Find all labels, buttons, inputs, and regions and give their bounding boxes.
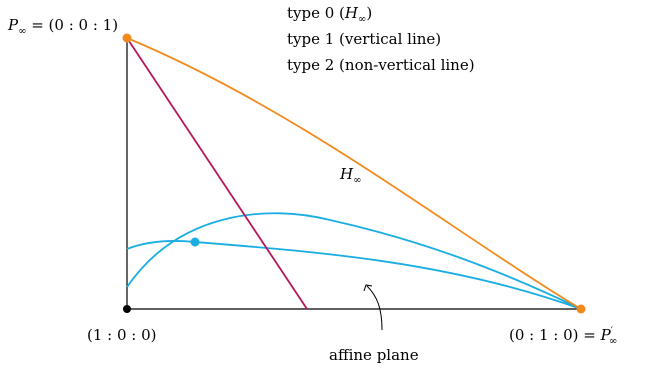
affine-plane-arrow [366, 285, 383, 331]
affine-plane-label: affine plane [329, 346, 419, 364]
p-infinity-prime-label: (0 : 1 : 0) = P′∞ [509, 326, 617, 347]
type0-h-infinity-line [126, 37, 582, 310]
point-p-infinity-prime [576, 304, 586, 314]
type1-vertical-line [126, 37, 308, 310]
type2-curve-upper [126, 212, 582, 310]
type2-curve-lower [126, 240, 582, 310]
p-infinity-label: P∞ = (0 : 0 : 1) [7, 16, 118, 37]
point-origin [123, 305, 131, 313]
legend-type0: type 0 (H∞) [287, 4, 372, 25]
affine-plane-arrowhead [363, 284, 373, 292]
point-intersection [190, 237, 200, 247]
point-p-infinity [122, 33, 132, 43]
origin-label: (1 : 0 : 0) [87, 326, 157, 344]
legend-type2: type 2 (non-vertical line) [287, 56, 475, 74]
h-infinity-label: H∞ [339, 165, 361, 186]
legend-type1: type 1 (vertical line) [287, 30, 441, 48]
